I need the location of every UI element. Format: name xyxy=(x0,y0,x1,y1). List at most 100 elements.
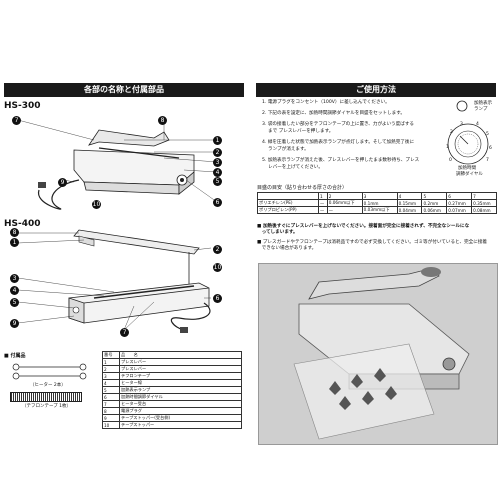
cell: 0.04mm xyxy=(396,206,423,214)
accessories-title: ■ 付属品 xyxy=(4,353,26,359)
part-no: 8 xyxy=(102,407,120,415)
row-label: ポリエチレン(PE) xyxy=(257,199,319,207)
note-2-cont: できない場合があります。 xyxy=(257,246,317,251)
dial-num-7: 7 xyxy=(486,158,489,163)
part-no: 2 xyxy=(102,365,120,373)
header-no: 番号 xyxy=(102,351,120,359)
part-name: テフロンテープ xyxy=(119,372,242,380)
cell: — xyxy=(326,206,363,214)
part-no: 5 xyxy=(102,386,120,394)
dial-num-3: 3 xyxy=(460,122,463,127)
hs400-callout-6: 6 xyxy=(213,294,222,303)
hs400-callout-1: 1 xyxy=(10,238,19,247)
cell: 0.08mm xyxy=(471,206,497,214)
dial-label-2: 調節ダイヤル xyxy=(456,172,483,177)
hs400-callout-5: 5 xyxy=(10,298,19,307)
note-2: ■ プレスガードやテフロンテープは消耗品ですので必ず交換してください。ゴミ等が付… xyxy=(257,240,488,245)
hs400-callout-8: 8 xyxy=(10,228,19,237)
table-row: ポリプロピレン(PP) — — 0.03mm以下 0.04mm 0.06mm 0… xyxy=(257,206,497,214)
col-5: 5 xyxy=(421,192,448,200)
step-2: 2. 下記の表を設定に、加熱時間調節ダイヤルを目盛をセットします。 xyxy=(262,111,405,116)
settings-table: 1 2 3 4 5 6 7 ポリエチレン(PE) — 0.06mm以下 0.1m… xyxy=(257,192,497,214)
col-label xyxy=(257,192,319,200)
cell: 0.06mm以下 xyxy=(326,199,363,207)
part-no: 9 xyxy=(102,414,120,422)
part-no: 1 xyxy=(102,358,120,366)
parts-section-header: 各部の名称と付属部品 xyxy=(4,83,244,97)
dial-label-1: 加熱時間 xyxy=(458,166,476,171)
lamp-label-1: 加熱表示 xyxy=(474,101,492,106)
part-name: 加熱時間調節ダイヤル xyxy=(119,393,242,401)
hs400-callout-10: 10 xyxy=(213,263,222,272)
usage-section-header: ご使用方法 xyxy=(256,83,496,97)
part-no: 6 xyxy=(102,393,120,401)
hs400-callout-9: 9 xyxy=(10,319,19,328)
hs300-callout-2: 2 xyxy=(213,148,222,157)
hs300-callout-4: 4 xyxy=(213,168,222,177)
parts-table-header: 番号 品 名 xyxy=(102,351,242,359)
part-name: テープストッパー xyxy=(119,421,242,429)
usage-photo xyxy=(258,263,498,445)
sealer-with-bag-photo xyxy=(259,264,497,444)
hs400-callout-7: 7 xyxy=(120,328,129,337)
hs300-callout-10: 10 xyxy=(92,200,101,209)
step-5: 5. 加熱表示ランプが消えた後、プレスレバーを押したまま数秒待ち、プレス xyxy=(262,158,420,163)
cell: 0.2mm xyxy=(421,199,448,207)
row-label: ポリプロピレン(PP) xyxy=(257,206,319,214)
hs300-model-label: HS-300 xyxy=(4,101,41,111)
hs300-callout-5: 5 xyxy=(213,177,222,186)
cell: 0.03mm以下 xyxy=(361,206,398,214)
col-4: 4 xyxy=(396,192,423,200)
step-4-cont: ランプが消えます。 xyxy=(268,147,309,152)
dial-num-4: 4 xyxy=(476,122,479,127)
step-5-cont: レバーを上げてください。 xyxy=(268,165,323,170)
hs400-callout-2: 2 xyxy=(213,245,222,254)
header-name: 品 名 xyxy=(119,351,242,359)
part-no: 7 xyxy=(102,400,120,408)
note-1-cont: ってしまいます。 xyxy=(257,230,298,235)
col-1: 1 xyxy=(318,192,328,200)
settings-table-title: 目盛の目安（貼り合わせる厚さの合計） xyxy=(257,185,348,191)
heater-caption: （ヒーター 2本） xyxy=(30,383,66,388)
hs300-callout-1: 1 xyxy=(213,136,222,145)
col-7: 7 xyxy=(471,192,497,200)
hs300-callout-6: 6 xyxy=(213,198,222,207)
cell: — xyxy=(318,206,328,214)
hs300-sealer-illustration xyxy=(17,119,218,210)
step-4: 4. 緑を圧着した状態で加熱表示ランプが点灯します。そして加熱完了後に xyxy=(262,140,415,145)
part-no: 3 xyxy=(102,372,120,380)
dial-num-0: 0 xyxy=(449,158,452,163)
cell: 0.15mm xyxy=(396,199,423,207)
col-2: 2 xyxy=(326,192,363,200)
cell: 0.07mm xyxy=(446,206,473,214)
part-name: テープストッパー(受台側) xyxy=(119,414,242,422)
heater-wire-icon xyxy=(12,363,87,380)
cell: 0.1mm xyxy=(361,199,398,207)
hs400-callout-4: 4 xyxy=(10,286,19,295)
dial-num-2: 2 xyxy=(450,130,453,135)
tape-caption: （テフロンテープ 1枚） xyxy=(22,404,72,409)
settings-table-header: 1 2 3 4 5 6 7 xyxy=(257,192,497,200)
hs300-callout-9: 9 xyxy=(58,178,67,187)
timer-dial-diagram xyxy=(447,100,489,165)
part-name: プレスレバー xyxy=(119,365,242,373)
step-1: 1. 電源プラグをコンセント（100V）に差し込んでください。 xyxy=(262,100,390,105)
hs300-callout-8: 8 xyxy=(158,116,167,125)
table-row: ポリエチレン(PE) — 0.06mm以下 0.1mm 0.15mm 0.2mm… xyxy=(257,199,497,207)
part-no: 4 xyxy=(102,379,120,387)
dial-num-5: 5 xyxy=(486,132,489,137)
part-name: ヒーター線 xyxy=(119,379,242,387)
col-6: 6 xyxy=(446,192,473,200)
part-name: ヒーター受台 xyxy=(119,400,242,408)
dial-num-1: 1 xyxy=(446,145,449,150)
part-name: プレスレバー xyxy=(119,358,242,366)
dial-num-6: 6 xyxy=(489,146,492,151)
hs300-callout-3: 3 xyxy=(213,158,222,167)
